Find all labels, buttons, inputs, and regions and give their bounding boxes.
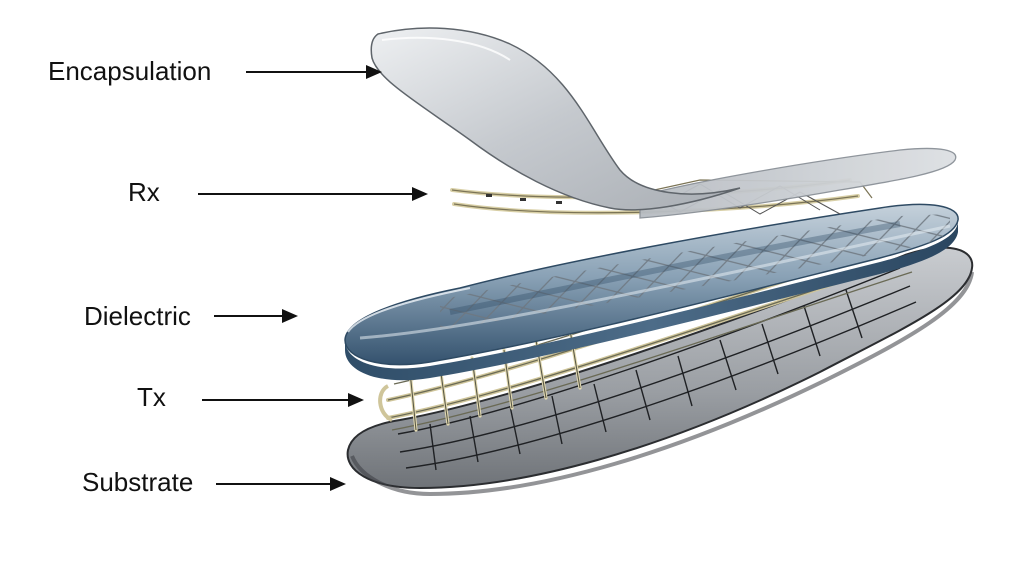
dielectric-arrow-head	[282, 309, 298, 323]
dielectric-layer-illustration	[344, 203, 959, 381]
rx-arrow-head	[412, 187, 428, 201]
substrate-arrow-head	[330, 477, 346, 491]
encapsulation-label: Encapsulation	[48, 56, 211, 86]
label-rx-group: Rx	[128, 177, 428, 207]
substrate-label: Substrate	[82, 467, 193, 497]
rx-label: Rx	[128, 177, 160, 207]
tx-label: Tx	[137, 382, 166, 412]
dielectric-label: Dielectric	[84, 301, 191, 331]
label-dielectric-group: Dielectric	[84, 301, 298, 331]
encapsulation-arrow-head	[366, 65, 382, 79]
label-tx-group: Tx	[137, 382, 364, 412]
label-encapsulation-group: Encapsulation	[48, 56, 382, 86]
encapsulation-layer-illustration	[370, 27, 957, 219]
tx-arrow-head	[348, 393, 364, 407]
label-substrate-group: Substrate	[82, 467, 346, 497]
substrate-layer-illustration	[346, 246, 974, 497]
